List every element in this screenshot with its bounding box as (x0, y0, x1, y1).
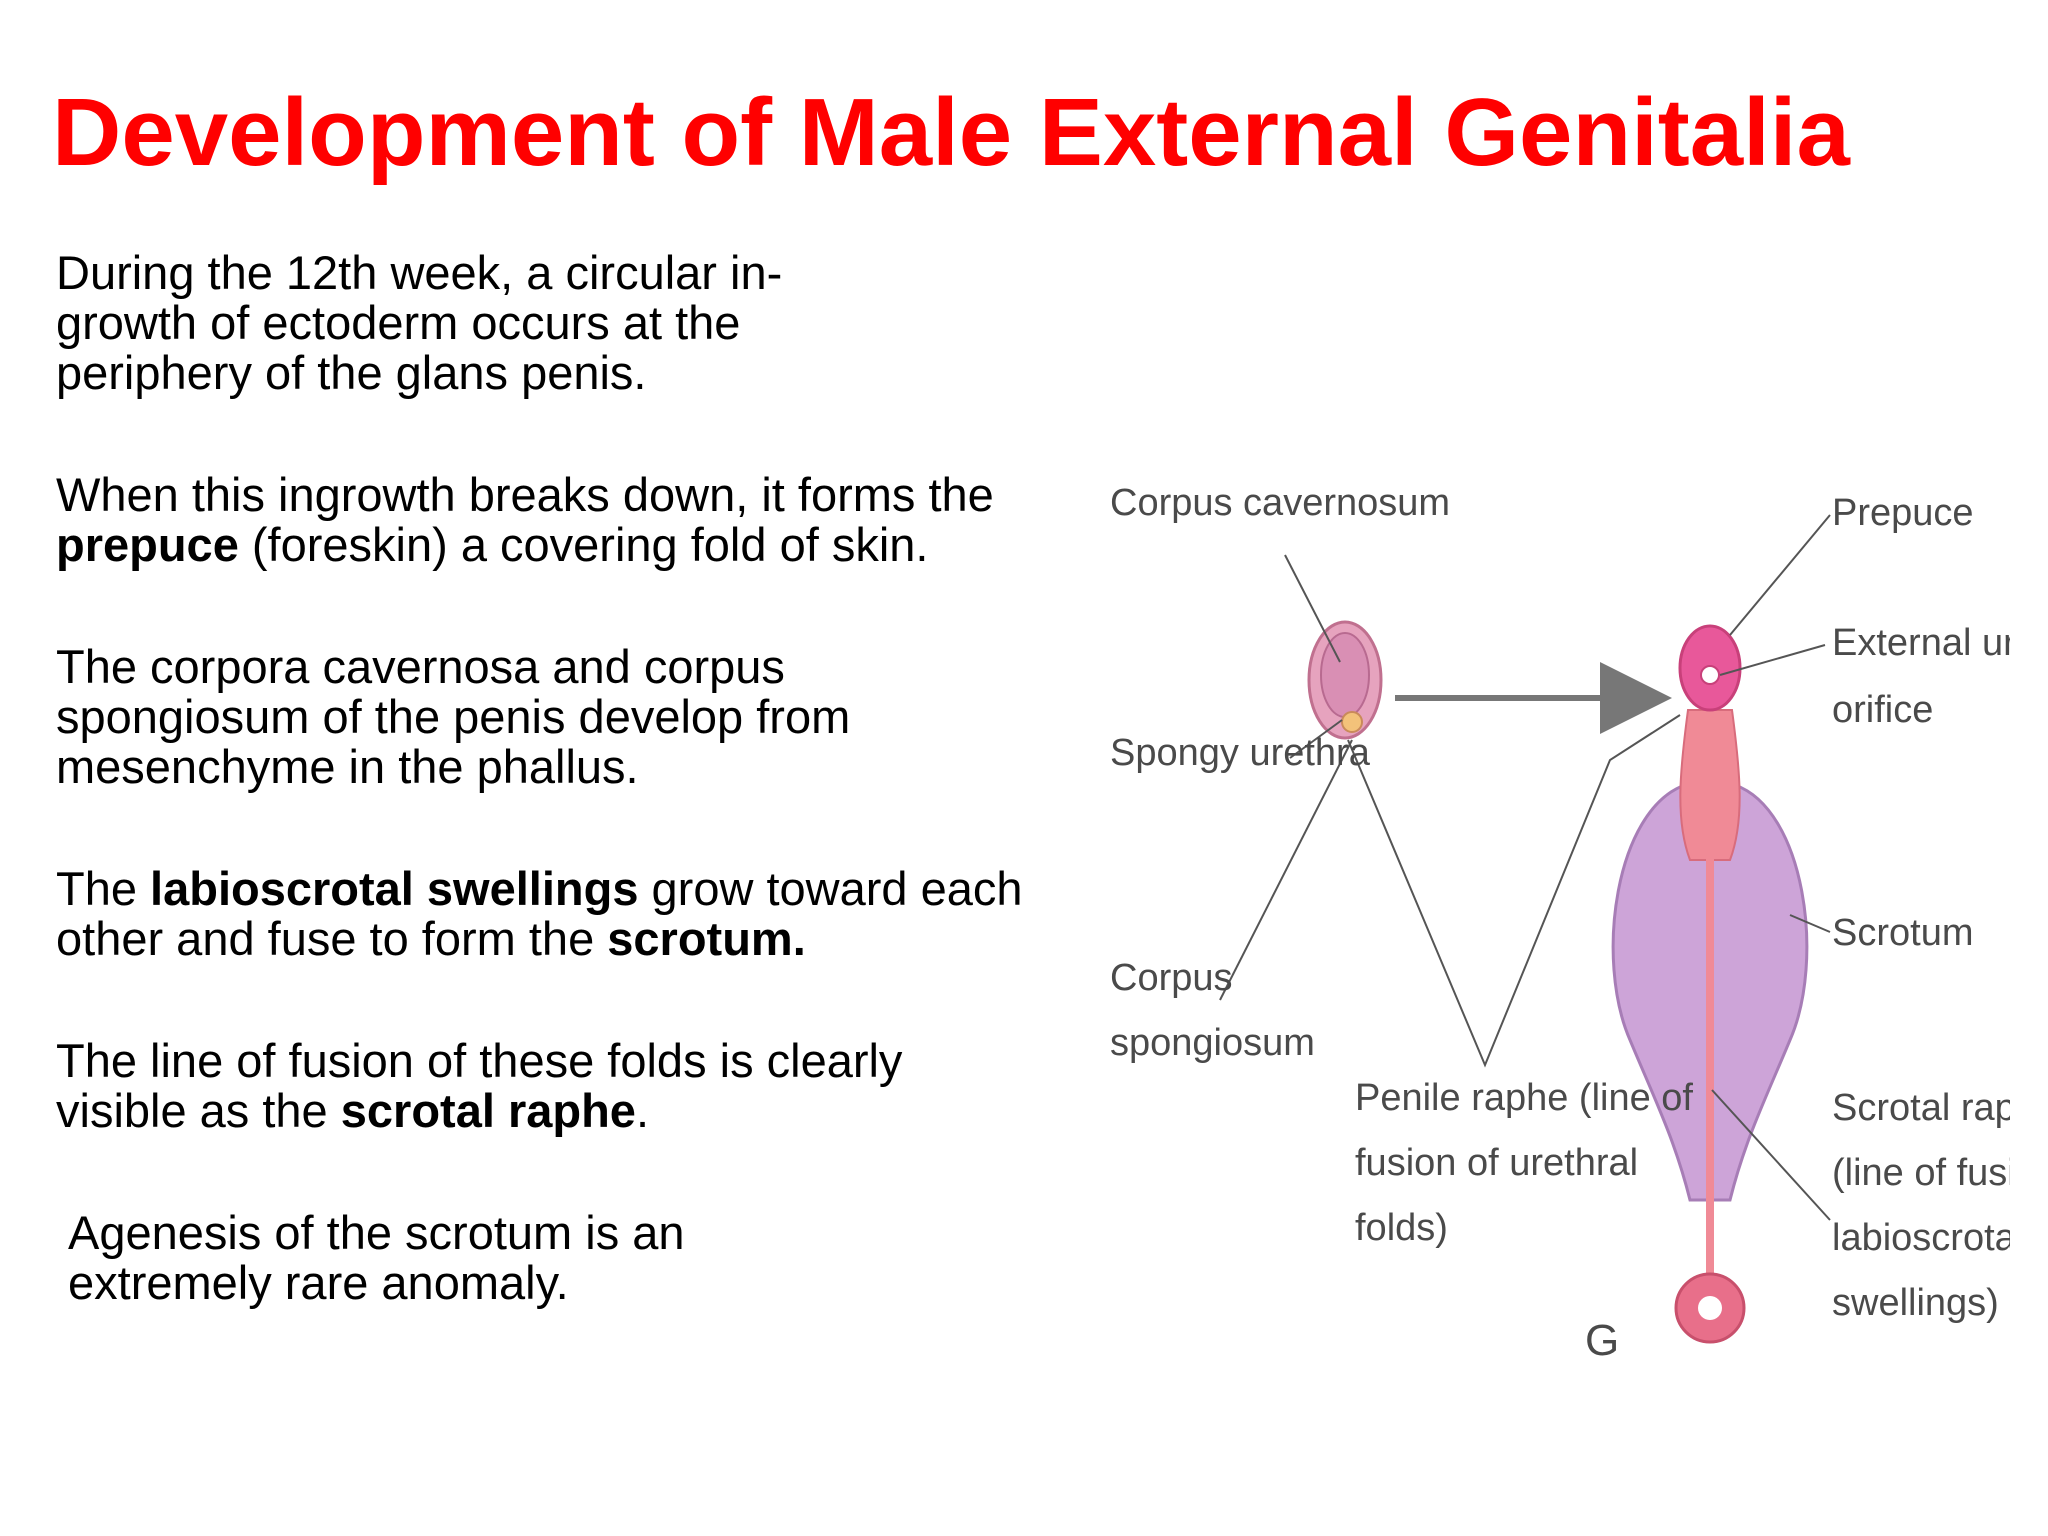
bottom-ring-hole (1698, 1296, 1722, 1320)
label-scrotal-raphe: swellings) (1832, 1282, 1999, 1324)
paragraph-text: grow toward each other and fuse to form … (56, 862, 1023, 965)
label-penile-raphe: Penile raphe (line of (1355, 1077, 1693, 1119)
spongy-urethra-dot (1341, 711, 1363, 733)
leader-spongy-urethra (1289, 719, 1343, 759)
label-scrotal-raphe: (line of fusion of (1832, 1152, 2010, 1194)
bold-term-scrotum: scrotum. (607, 912, 806, 965)
paragraph-text: . (635, 1084, 650, 1137)
leader-corpus-spongiosum (1219, 739, 1353, 1001)
paragraph-text: Agenesis of the scrotum is an extremely … (68, 1206, 685, 1309)
bold-term-scrotal-raphe: scrotal raphe (340, 1084, 636, 1137)
leader-prepuce (1729, 514, 1831, 636)
paragraph-ectoderm-ingrowth: During the 12th week, a circular in- gro… (56, 248, 916, 398)
label-external-urethral-orifice: orifice (1832, 689, 1933, 731)
bold-term-labioscrotal-swellings: labioscrotal swellings (150, 862, 639, 915)
paragraph-text: When this ingrowth breaks down, it forms… (56, 468, 994, 521)
genitalia-diagram: Corpus cavernosum Spongy urethra Corpus … (1090, 440, 2010, 1420)
leader-scrotal-raphe (1711, 1089, 1831, 1221)
leader-external-urethral-orifice (1719, 644, 1826, 676)
penis-cross-section (1307, 620, 1383, 740)
label-spongy-urethra: Spongy urethra (1110, 732, 1371, 774)
label-external-urethral-orifice: External urethral (1832, 622, 2010, 664)
paragraph-text: The (56, 862, 151, 915)
label-corpus-spongiosum: Corpus (1110, 957, 1233, 999)
paragraph-labioscrotal: The labioscrotal swellings grow toward e… (56, 864, 1036, 964)
slide-title: Development of Male External Genitalia (52, 79, 1850, 186)
label-scrotal-raphe: Scrotal raphe (1832, 1087, 2010, 1129)
paragraph-scrotal-raphe: The line of fusion of these folds is cle… (56, 1036, 1036, 1136)
label-penile-raphe: folds) (1355, 1207, 1448, 1249)
paragraph-prepuce: When this ingrowth breaks down, it forms… (56, 470, 1036, 570)
label-prepuce: Prepuce (1832, 492, 1974, 534)
label-penile-raphe: fusion of urethral (1355, 1142, 1638, 1184)
bold-term-prepuce: prepuce (56, 518, 239, 571)
label-scrotal-raphe: labioscrotal (1832, 1217, 2010, 1259)
connector-line (1347, 714, 1681, 1068)
corpus-cavernosum-region (1320, 632, 1370, 718)
label-scrotum: Scrotum (1832, 912, 1973, 954)
paragraph-text: (foreskin) a covering fold of skin. (238, 518, 929, 571)
panel-letter: G (1585, 1316, 1619, 1365)
leader-scrotum (1789, 914, 1831, 933)
diagram-svg: Corpus cavernosum Spongy urethra Corpus … (1110, 482, 2010, 1365)
paragraph-text: The corpora cavernosa and corpus spongio… (56, 640, 851, 793)
paragraph-corpora: The corpora cavernosa and corpus spongio… (56, 642, 1036, 792)
paragraph-agenesis: Agenesis of the scrotum is an extremely … (56, 1208, 828, 1308)
urethral-orifice (1700, 665, 1720, 685)
label-corpus-spongiosum: spongiosum (1110, 1022, 1315, 1064)
leader-corpus-cavernosum (1284, 554, 1341, 663)
label-corpus-cavernosum: Corpus cavernosum (1110, 482, 1450, 524)
text-content: During the 12th week, a circular in- gro… (56, 248, 1036, 1380)
paragraph-text: During the 12th week, a circular in- gro… (56, 246, 783, 399)
paragraph-text: The line of fusion of these folds is cle… (56, 1034, 903, 1137)
